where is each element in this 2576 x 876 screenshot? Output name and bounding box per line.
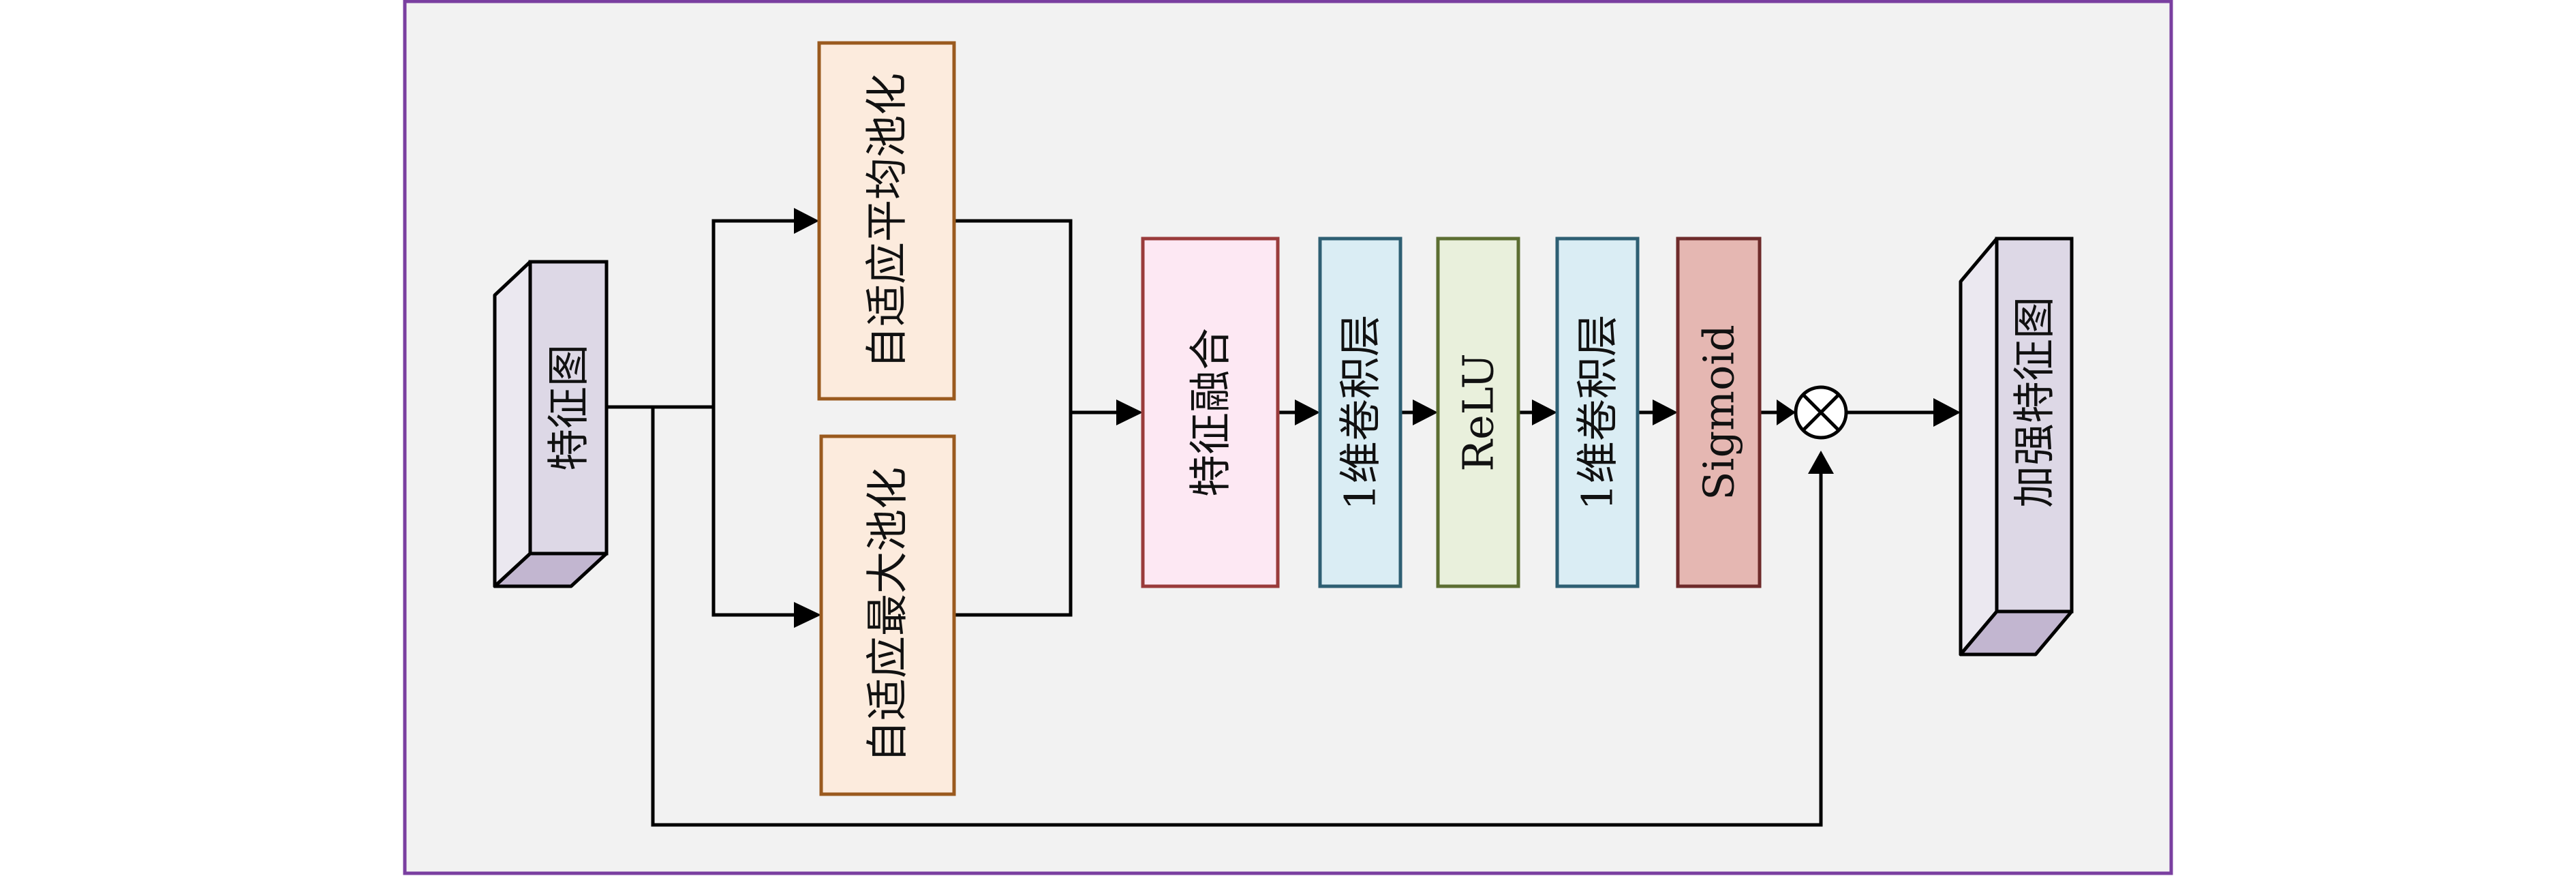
max-pool-box — [819, 434, 956, 796]
conv1-block: 1维卷积层 — [1318, 237, 1402, 588]
edge-input-to-max-pool — [711, 407, 797, 617]
input-label: 特征图 — [544, 344, 594, 471]
arrowhead-max-pool — [794, 602, 821, 628]
arrowhead-skip — [1808, 451, 1834, 474]
arrowhead-conv2 — [1532, 399, 1557, 425]
cuboid-front-face — [528, 260, 609, 556]
avg-pool-label: 自适应平均池化 — [862, 73, 912, 369]
fusion-block: 特征融合 — [1141, 237, 1280, 588]
conv2-label: 1维卷积层 — [1573, 314, 1623, 510]
arrowhead-conv1 — [1295, 399, 1320, 425]
avg-pool-box — [817, 41, 956, 401]
edge-input-to-avg-pool — [711, 219, 797, 407]
arrowhead-avg-pool — [794, 208, 819, 234]
arrowheads — [794, 208, 1961, 628]
sigmoid-label: Sigmoid — [1694, 324, 1744, 500]
relu-label: ReLU — [1454, 353, 1503, 471]
output-cuboid-front-face — [1995, 237, 2074, 614]
conv2-box — [1555, 237, 1640, 588]
input-feature-map: 特征图 — [493, 260, 609, 588]
arrowhead-fusion — [1116, 399, 1143, 425]
fusion-box — [1141, 237, 1280, 588]
arrowhead-relu — [1413, 399, 1438, 425]
arrowhead-sigmoid — [1653, 399, 1678, 425]
conv1-label: 1维卷积层 — [1336, 314, 1385, 510]
conv2-block: 1维卷积层 — [1555, 237, 1640, 588]
output-cuboid-side-face — [1959, 237, 1999, 656]
multiply-icon — [1802, 393, 1840, 432]
sigmoid-box — [1676, 237, 1762, 588]
relu-box — [1436, 237, 1520, 588]
avg-pool-block: 自适应平均池化 — [817, 41, 956, 401]
output-label: 加强特征图 — [2010, 297, 2059, 508]
fusion-label: 特征融合 — [1186, 328, 1236, 497]
edge-skip-connection — [651, 407, 1823, 827]
output-feature-map: 加强特征图 — [1959, 237, 2074, 656]
max-pool-label: 自适应最大池化 — [863, 467, 913, 763]
edge-avg-pool-to-fusion — [954, 219, 1073, 412]
arrowhead-multiply — [1777, 399, 1796, 425]
edge-max-pool-to-fusion — [954, 412, 1073, 617]
sigmoid-block: Sigmoid — [1676, 237, 1762, 588]
cuboid-side-face — [493, 260, 532, 588]
relu-block: ReLU — [1436, 237, 1520, 588]
connectors — [607, 219, 1939, 827]
max-pool-block: 自适应最大池化 — [819, 434, 956, 796]
arrowhead-output — [1933, 398, 1961, 427]
multiply-node — [1794, 385, 1848, 440]
diagram-frame — [403, 0, 2173, 875]
conv1-box — [1318, 237, 1402, 588]
